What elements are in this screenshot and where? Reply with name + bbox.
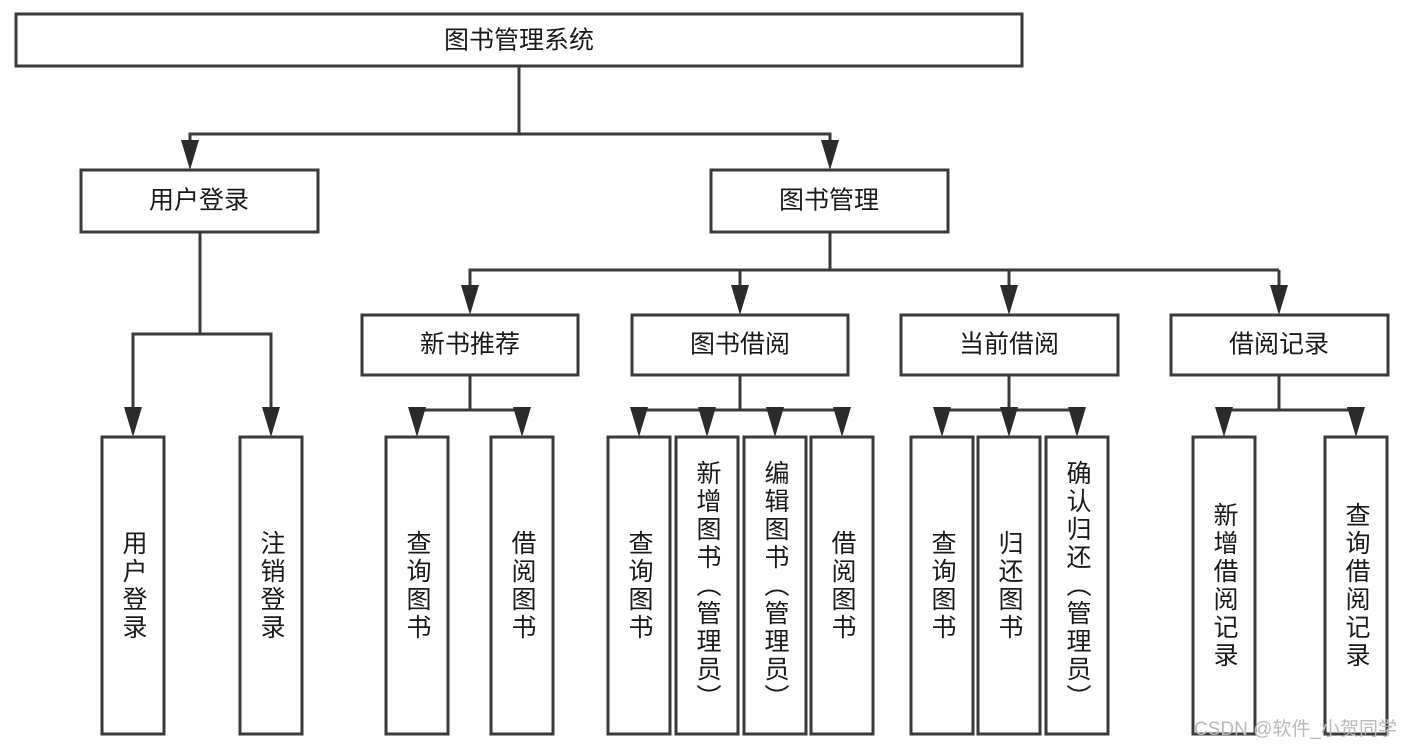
connector-new-book-recommend-to-leaves <box>408 375 531 437</box>
arrow-head-leaf-add-record <box>1215 407 1233 437</box>
node-leaf-query-record-box <box>1323 435 1389 736</box>
arrow-head-leaf-user-login <box>124 407 142 437</box>
arrow-head-leaf-borrow-book-1 <box>513 407 531 437</box>
arrow-head-book-borrow <box>731 285 749 315</box>
node-leaf-query-record-label: 查询借阅记录 <box>1342 502 1371 670</box>
node-leaf-borrow-book-1-label: 借阅图书 <box>508 530 537 642</box>
node-leaf-confirm-return[interactable]: 确认归还（管理员） <box>1044 435 1110 736</box>
node-leaf-add-book-label: 新增图书（管理员） <box>693 460 722 712</box>
node-leaf-query-book-2[interactable]: 查询图书 <box>606 435 672 736</box>
connector-root-to-level1 <box>181 66 839 170</box>
arrow-head-leaf-query-book-3 <box>933 407 951 437</box>
node-leaf-add-book-box <box>674 435 740 736</box>
node-current-borrow-label: 当前借阅 <box>959 331 1059 359</box>
node-leaf-edit-book[interactable]: 编辑图书（管理员） <box>742 435 808 736</box>
node-leaf-borrow-book-1[interactable]: 借阅图书 <box>489 435 555 736</box>
node-user-login[interactable]: 用户登录 <box>79 168 320 234</box>
node-leaf-query-book-1[interactable]: 查询图书 <box>384 435 450 736</box>
node-book-borrow-box <box>630 313 850 377</box>
arrow-head-leaf-confirm-return <box>1068 407 1086 437</box>
node-book-management-box <box>709 168 950 234</box>
connector-book-borrow-to-leaves <box>630 375 851 437</box>
node-leaf-query-book-1-box <box>384 435 450 736</box>
connector-user-login-to-leaves <box>124 232 280 437</box>
node-root[interactable]: 图书管理系统 <box>14 12 1024 68</box>
node-leaf-user-logout-label: 注销登录 <box>257 530 286 642</box>
arrow-head-leaf-query-book-2 <box>630 407 648 437</box>
node-user-login-label: 用户登录 <box>149 187 249 215</box>
connector-borrow-record-to-leaves <box>1215 375 1365 437</box>
node-leaf-query-book-2-box <box>606 435 672 736</box>
node-leaf-borrow-book-2-box <box>809 435 875 736</box>
node-leaf-query-book-2-label: 查询图书 <box>625 530 654 642</box>
node-leaf-query-book-3-label: 查询图书 <box>928 530 957 642</box>
node-borrow-record-box <box>1169 313 1390 377</box>
node-leaf-edit-book-label: 编辑图书（管理员） <box>761 460 790 712</box>
arrow-head-new-book-recommend <box>461 285 479 315</box>
arrow-head-current-borrow <box>1000 285 1018 315</box>
node-leaf-query-book-1-label: 查询图书 <box>403 530 432 642</box>
arrow-head-leaf-edit-book <box>766 407 784 437</box>
node-leaf-borrow-book-1-box <box>489 435 555 736</box>
node-user-login-box <box>79 168 320 234</box>
csdn-watermark: CSDN @软件_小贺同学 <box>1194 719 1397 740</box>
node-book-management-label: 图书管理 <box>779 187 879 215</box>
node-leaf-add-record-box <box>1191 435 1257 736</box>
node-leaf-return-book[interactable]: 归还图书 <box>976 435 1042 736</box>
node-root-label: 图书管理系统 <box>444 27 594 55</box>
arrow-head-leaf-borrow-book-2 <box>833 407 851 437</box>
node-leaf-user-login-label: 用户登录 <box>119 530 148 642</box>
node-leaf-confirm-return-box <box>1044 435 1110 736</box>
node-book-management[interactable]: 图书管理 <box>709 168 950 234</box>
node-leaf-query-book-3-box <box>909 435 975 736</box>
node-new-book-recommend-label: 新书推荐 <box>420 331 520 359</box>
node-leaf-borrow-book-2[interactable]: 借阅图书 <box>809 435 875 736</box>
node-leaf-user-login[interactable]: 用户登录 <box>100 435 166 736</box>
arrow-head-book-management <box>821 140 839 170</box>
arrow-head-leaf-return-book <box>1000 407 1018 437</box>
node-leaf-user-login-box <box>100 435 166 736</box>
arrow-head-borrow-record <box>1270 285 1288 315</box>
node-new-book-recommend-box <box>360 313 580 377</box>
connector-current-borrow-to-leaves <box>933 375 1086 437</box>
node-book-borrow[interactable]: 图书借阅 <box>630 313 850 377</box>
node-book-borrow-label: 图书借阅 <box>690 331 790 359</box>
node-root-box <box>14 12 1024 68</box>
connector-book-management-to-level2 <box>461 232 1288 315</box>
node-leaf-user-logout[interactable]: 注销登录 <box>238 435 304 736</box>
node-leaf-query-book-3[interactable]: 查询图书 <box>909 435 975 736</box>
node-borrow-record[interactable]: 借阅记录 <box>1169 313 1390 377</box>
node-current-borrow[interactable]: 当前借阅 <box>899 313 1120 377</box>
node-leaf-confirm-return-label: 确认归还（管理员） <box>1063 460 1092 712</box>
node-leaf-query-record[interactable]: 查询借阅记录 <box>1323 435 1389 736</box>
node-leaf-borrow-book-2-label: 借阅图书 <box>828 530 857 642</box>
node-leaf-edit-book-box <box>742 435 808 736</box>
node-borrow-record-label: 借阅记录 <box>1229 331 1329 359</box>
node-new-book-recommend[interactable]: 新书推荐 <box>360 313 580 377</box>
arrow-head-user-login <box>181 140 199 170</box>
arrow-head-leaf-add-book <box>698 407 716 437</box>
node-leaf-add-record-label: 新增借阅记录 <box>1210 502 1239 670</box>
node-leaf-user-logout-box <box>238 435 304 736</box>
node-leaf-add-book[interactable]: 新增图书（管理员） <box>674 435 740 736</box>
node-leaf-return-book-label: 归还图书 <box>995 530 1024 642</box>
node-leaf-return-book-box <box>976 435 1042 736</box>
node-current-borrow-box <box>899 313 1120 377</box>
node-leaf-add-record[interactable]: 新增借阅记录 <box>1191 435 1257 736</box>
arrow-head-leaf-user-logout <box>262 407 280 437</box>
arrow-head-leaf-query-book-1 <box>408 407 426 437</box>
arrow-head-leaf-query-record <box>1347 407 1365 437</box>
